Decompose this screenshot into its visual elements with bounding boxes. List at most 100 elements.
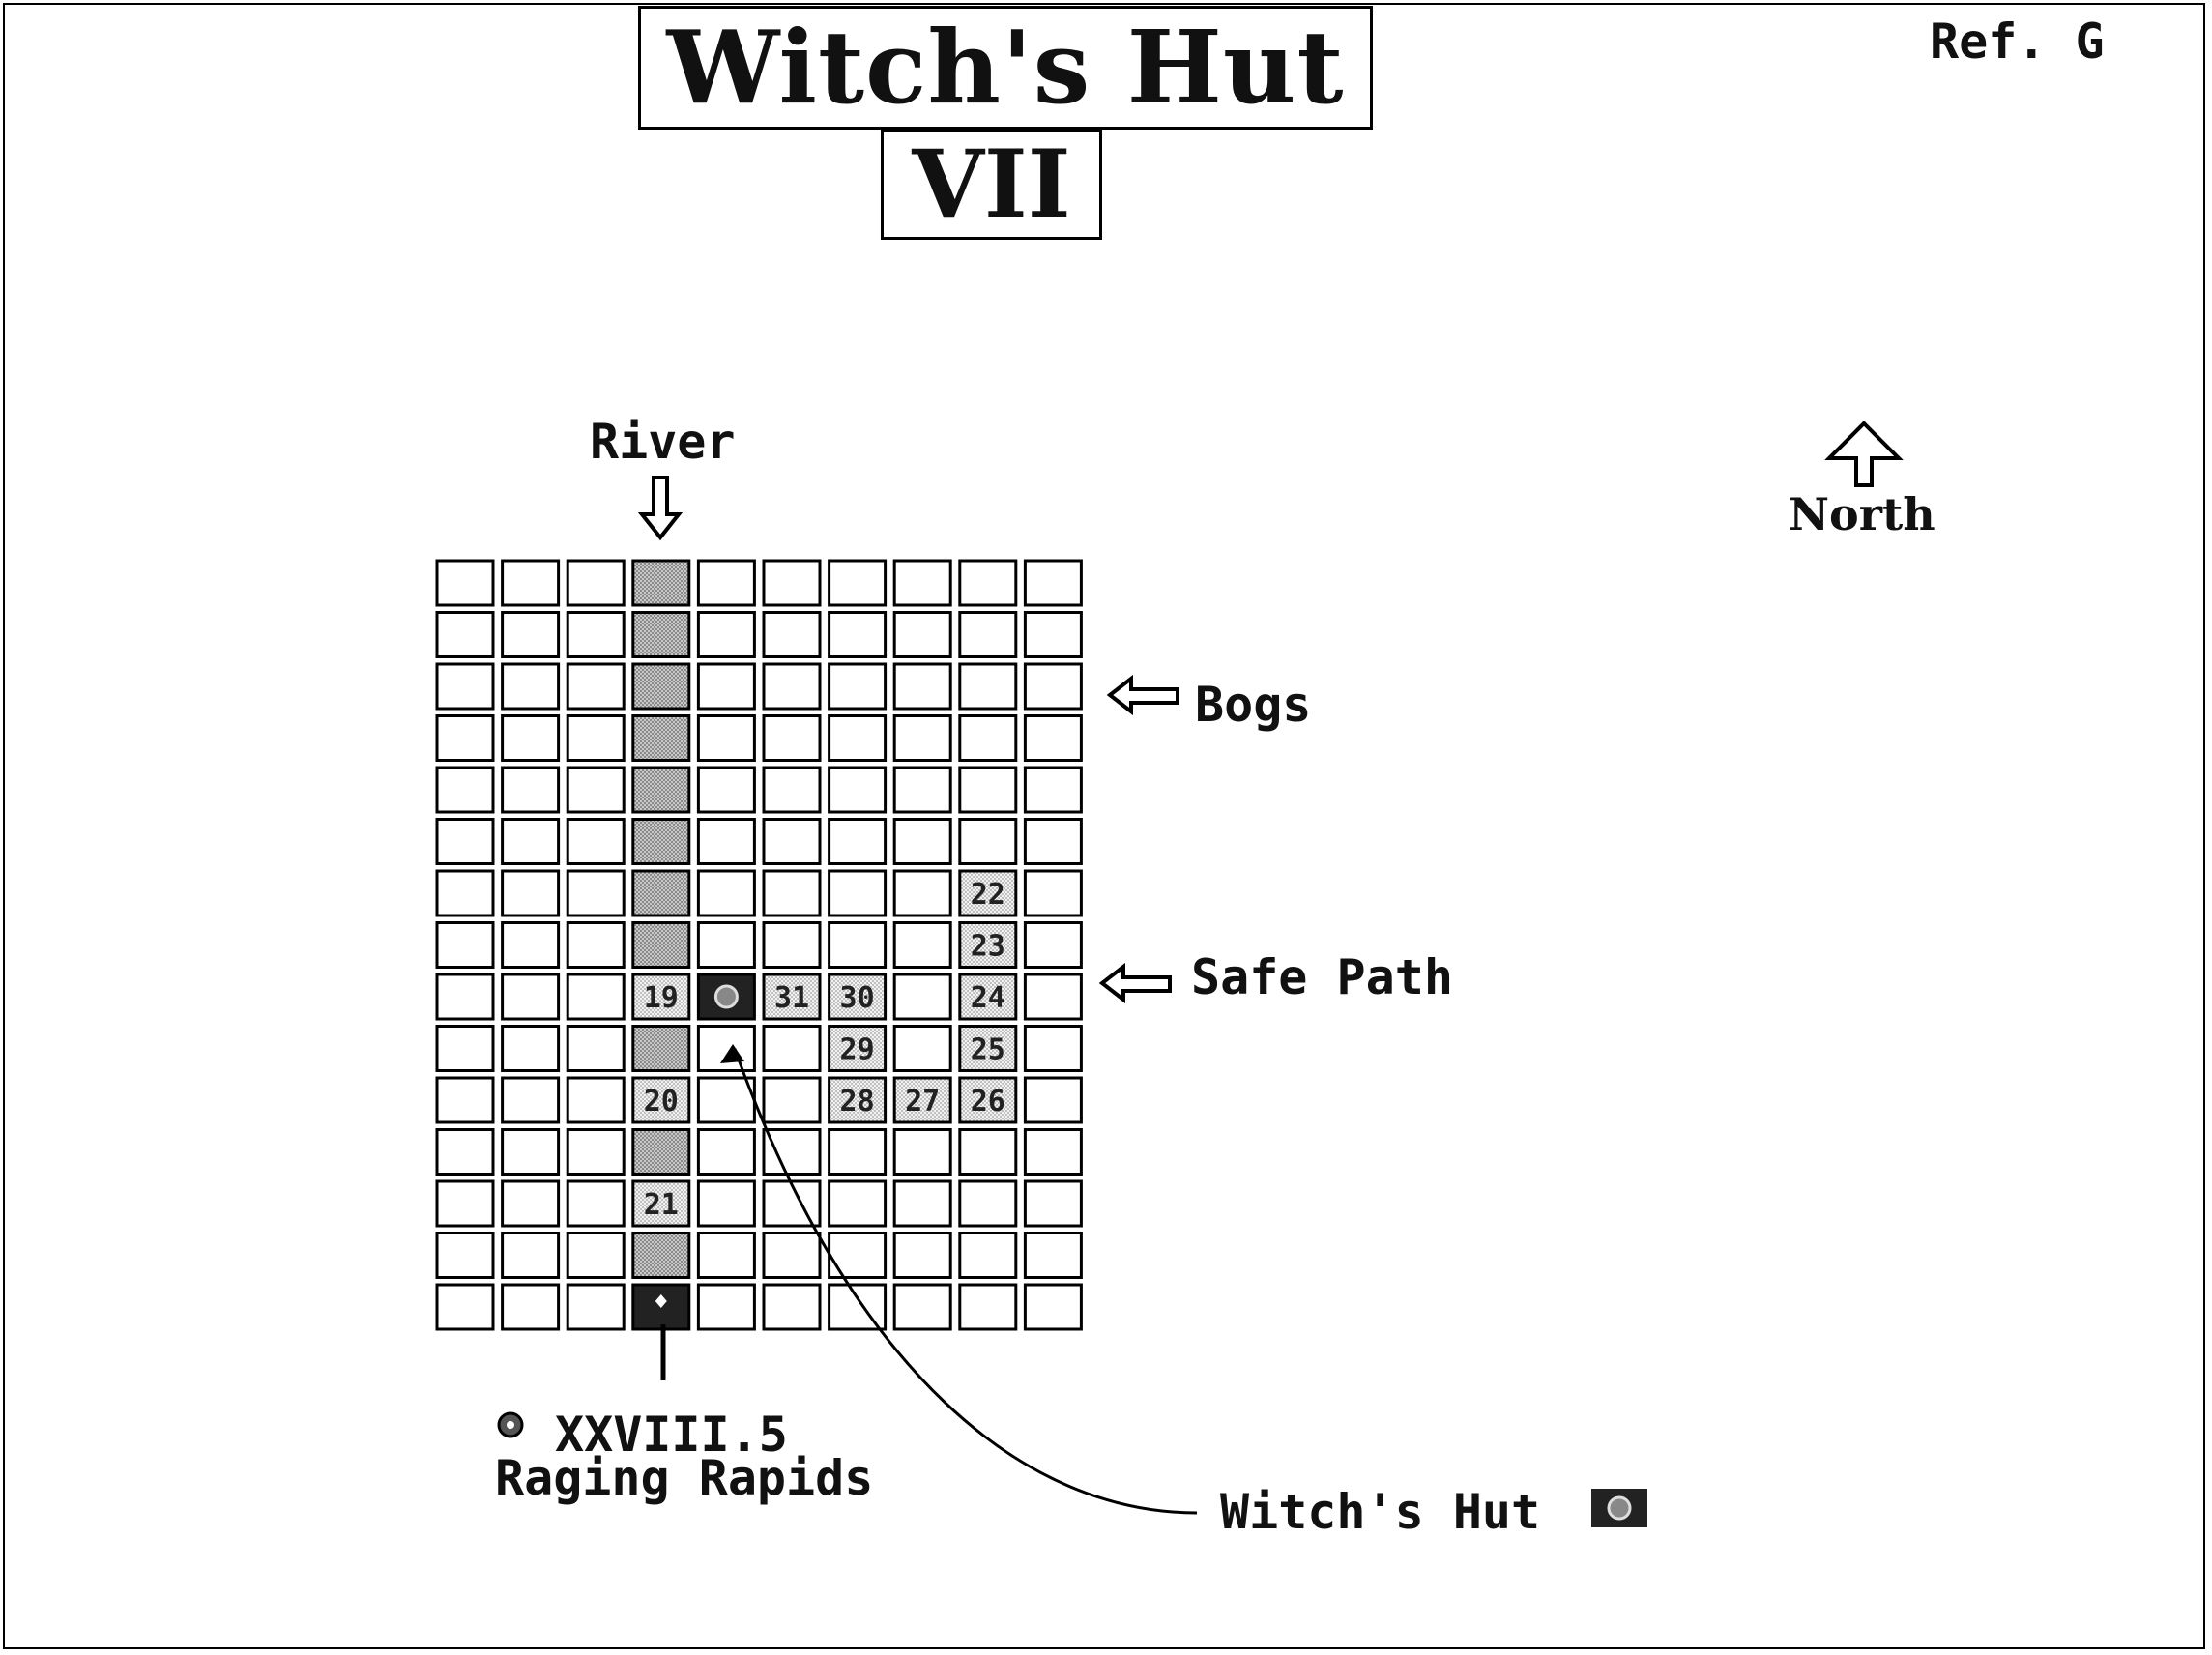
map-cell	[892, 921, 952, 969]
cell-number: 24	[971, 981, 1005, 1015]
map-cell	[958, 559, 1018, 607]
map-cell	[892, 818, 952, 865]
safe-path-cell	[958, 973, 1018, 1021]
map-cell	[762, 1128, 822, 1176]
map-cell	[892, 714, 952, 762]
map-cell	[696, 611, 756, 658]
map-cell	[828, 1128, 888, 1176]
cell-number: 26	[971, 1085, 1005, 1118]
map-cell	[696, 1076, 756, 1124]
rapids-bullet-center	[507, 1421, 514, 1429]
map-cell	[501, 662, 561, 711]
safe-path-cell	[828, 973, 888, 1021]
cell-number: 27	[905, 1085, 940, 1118]
river-cell	[631, 869, 691, 917]
map-cell	[762, 766, 822, 814]
map-cell	[435, 869, 495, 917]
map-cell	[892, 973, 952, 1021]
map-cell	[566, 818, 626, 865]
safe-path-label: Safe Path	[1191, 949, 1453, 1005]
map-cell	[435, 1283, 495, 1331]
map-cell	[566, 1232, 626, 1279]
map-cell	[892, 1232, 952, 1279]
map-cell	[892, 1283, 952, 1331]
map-cell	[566, 766, 626, 814]
map-cell	[762, 1025, 822, 1072]
map-cell	[1023, 714, 1083, 762]
safe-path-cell	[762, 973, 822, 1021]
map-cell	[501, 1076, 561, 1124]
safe-path-cell	[958, 1025, 1018, 1072]
map-cell	[696, 818, 756, 865]
map-cell	[1023, 611, 1083, 658]
cell-number: 23	[971, 930, 1005, 964]
cell-number: 21	[644, 1188, 679, 1222]
safe-path-cell	[958, 869, 1018, 917]
safe-path-cell	[631, 973, 691, 1021]
map-cell	[892, 1025, 952, 1072]
map-cell	[435, 1128, 495, 1176]
cell-number: 20	[644, 1085, 679, 1118]
river-cell	[631, 559, 691, 607]
witch-hut-pointer-line	[733, 1048, 1198, 1515]
map-cell	[566, 1076, 626, 1124]
bogs-label: Bogs	[1195, 677, 1312, 733]
map-cell	[435, 1232, 495, 1279]
safe-path-cell	[828, 1025, 888, 1072]
map-cell	[762, 1076, 822, 1124]
map-cell	[696, 1179, 756, 1228]
safe-path-cell	[958, 1076, 1018, 1124]
map-cell	[435, 559, 495, 607]
map-cell	[566, 611, 626, 658]
cell-number: 28	[840, 1085, 875, 1118]
map-cell	[1023, 973, 1083, 1021]
map-cell	[1023, 559, 1083, 607]
map-cell	[828, 869, 888, 917]
map-cell	[1023, 1283, 1083, 1331]
north-arrow-icon	[1824, 421, 1904, 487]
map-cell	[828, 766, 888, 814]
map-cell	[696, 1128, 756, 1176]
map-cell	[566, 1128, 626, 1176]
map-cell	[892, 1128, 952, 1176]
map-cell	[696, 1025, 756, 1072]
map-cell	[696, 1283, 756, 1331]
bogs-arrow-icon	[1106, 674, 1179, 716]
map-cell	[828, 714, 888, 762]
map-cell	[566, 869, 626, 917]
map-cell	[1023, 1232, 1083, 1279]
map-cell	[696, 1232, 756, 1279]
witch-hut-marker-icon	[713, 984, 739, 1009]
map-cell	[958, 818, 1018, 865]
map-cell	[1023, 1076, 1083, 1124]
map-cell	[435, 1179, 495, 1228]
map-cell	[566, 973, 626, 1021]
map-cell	[1023, 818, 1083, 865]
safe-path-cell	[828, 1076, 888, 1124]
map-cell	[828, 611, 888, 658]
safe-path-cell	[631, 1179, 691, 1228]
map-cell	[696, 921, 756, 969]
safe-path-cell	[958, 921, 1018, 969]
map-cell	[762, 559, 822, 607]
map-cell	[958, 662, 1018, 711]
map-cell	[1023, 921, 1083, 969]
map-cell	[501, 921, 561, 969]
map-cell	[501, 1283, 561, 1331]
map-cell	[501, 766, 561, 814]
page-title: Witch's Hut	[666, 8, 1345, 127]
map-cell	[501, 1128, 561, 1176]
map-cell	[892, 611, 952, 658]
map-cell	[435, 714, 495, 762]
map-cell	[435, 818, 495, 865]
rapids-name-label: Raging Rapids	[495, 1450, 874, 1506]
witch-hut-legend-dot	[1607, 1495, 1632, 1521]
river-cell	[631, 921, 691, 969]
subtitle-banner: VII	[881, 130, 1102, 240]
map-cell	[435, 611, 495, 658]
river-cell	[631, 611, 691, 658]
map-cell	[762, 818, 822, 865]
map-cell	[828, 921, 888, 969]
map-cell	[501, 1179, 561, 1228]
